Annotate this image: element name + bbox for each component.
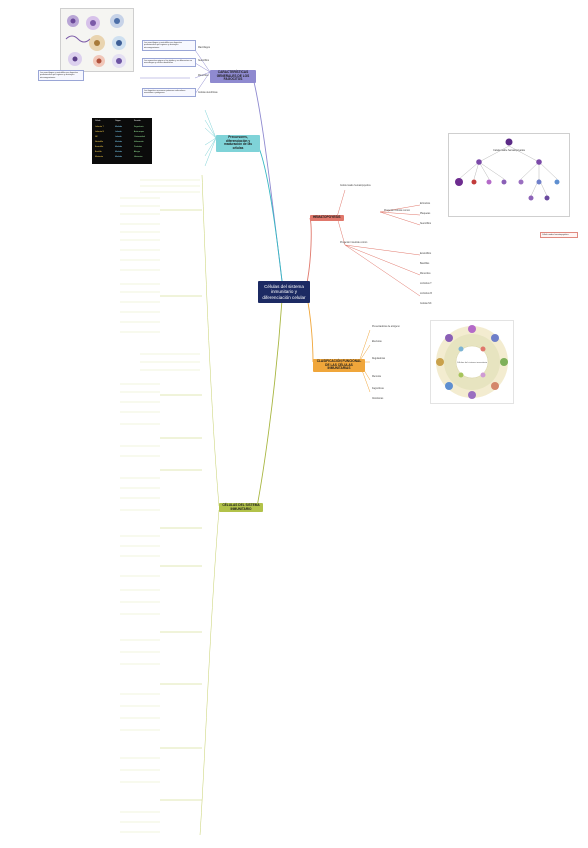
connector-hematopoyesis <box>305 217 312 289</box>
table-cell: Eosinófilo <box>95 146 104 148</box>
table-cell: Histamina <box>134 156 143 158</box>
note-fagocitos-3: Los fagocitos reconocen patrones molecul… <box>142 88 196 97</box>
table-cell: Citotoxicidad <box>134 136 145 138</box>
cell-table: Célula Origen Función Linfocito T Mieloid… <box>92 118 152 164</box>
table-cell: Anticuerpos <box>134 131 144 133</box>
hematopoyesis-item: Eosinófilos <box>420 253 432 255</box>
table-cell: Mieloide <box>115 126 123 128</box>
table-cell: Linfocito T <box>95 126 104 128</box>
table-cell: Linfoide <box>115 131 122 133</box>
branch-precursores[interactable]: Precursores, diferenciación y maduración… <box>216 135 260 152</box>
branch-caracteristicas[interactable]: CARACTERÍSTICAS GENERALES DE LOS FAGOCIT… <box>210 70 256 84</box>
hematopoyesis-item: Progenitor mieloide común <box>340 242 368 244</box>
table-cell: Neutrófilo <box>95 141 104 143</box>
table-cell: Inflamación <box>134 141 144 143</box>
note-fagocitos-1: Los macrófagos y neutrófilos son fagocit… <box>142 40 196 52</box>
table-cell: Parásitos <box>134 146 142 148</box>
note-fagocitos-2: Los monocitos migran a los tejidos y se … <box>142 58 196 67</box>
table-header-origen: Origen <box>115 120 121 122</box>
label-macrofagos: Macrófagos <box>198 47 211 49</box>
hematopoyesis-item: Célula madre hematopoyética <box>340 185 371 187</box>
note-hematopoyesis: Célula madre hematopoyética <box>540 232 578 239</box>
label-monocitos: Monocitos <box>198 75 209 77</box>
phagocytes-illustration <box>60 8 134 72</box>
hematopoyesis-tree: Célula madre hematopoyética <box>455 138 560 201</box>
label-neutrofilos: Neutrófilos <box>198 60 209 62</box>
label-dendriticas: Células dendríticas <box>198 92 218 94</box>
wheel-title: Células del sistema inmunitario <box>457 361 488 364</box>
hematopoyesis-item: Plaquetas <box>420 213 431 215</box>
cell-drawings <box>65 14 126 68</box>
table-cell: Linfoide <box>115 136 122 138</box>
branch-celulas[interactable]: CÉLULAS DEL SISTEMA INMUNITARIO <box>219 503 263 513</box>
table-header-celula: Célula <box>95 120 101 122</box>
connector-precursores <box>253 138 283 282</box>
table-cell: Fagocitosis <box>134 126 144 128</box>
table-cell: Mastocito <box>95 156 104 158</box>
clasificacion-item: Presentadoras de antígeno <box>372 326 400 328</box>
hematopoyesis-item: Linfocitos T <box>420 283 432 285</box>
clasificacion-item: Fagocíticas <box>372 388 384 390</box>
note-left-1: Los macrófagos y neutrófilos son fagocit… <box>38 70 84 82</box>
hematopoyesis-item: Linfocitos B <box>420 293 432 295</box>
cells-wheel: Células del sistema inmunitario <box>436 325 508 399</box>
central-topic[interactable]: Células del sistema inmunitario y difere… <box>258 281 310 303</box>
table-header-funcion: Función <box>134 120 141 122</box>
table-cell: Alergia <box>134 151 140 153</box>
table-cell: Mieloide <box>115 156 123 158</box>
connector-celulas <box>256 299 283 508</box>
hematopoyesis-item: Neutrófilos <box>420 223 431 225</box>
table-cell: Mieloide <box>115 141 123 143</box>
diagram-title: Célula madre hematopoyética <box>493 149 525 152</box>
clasificacion-item: Efectoras <box>372 341 382 343</box>
table-cell: Basófilo <box>95 151 102 153</box>
hematopoyesis-item: Basófilos <box>420 263 430 265</box>
hematopoyesis-item: Progenitor linfoide común <box>384 210 411 212</box>
table-cell: Linfocito B <box>95 131 104 133</box>
hematopoyesis-diagram: Célula madre hematopoyética <box>448 133 570 217</box>
clasificacion-item: Citotóxicas <box>372 398 384 400</box>
table-cell: Mieloide <box>115 146 123 148</box>
branch-hematopoyesis[interactable]: HEMATOPOYESIS <box>310 215 344 221</box>
clasificacion-item: Memoria <box>372 376 381 378</box>
hematopoyesis-item: Monocitos <box>420 273 431 275</box>
branch-clasificacion[interactable]: CLASIFICACIÓN FUNCIONAL DE LAS CÉLULAS I… <box>313 359 365 373</box>
table-cell: Mieloide <box>115 151 123 153</box>
hematopoyesis-item: Células NK <box>420 303 432 305</box>
hematopoyesis-item: Eritrocitos <box>420 203 431 205</box>
table-cell: NK <box>95 136 98 138</box>
clasificacion-item: Reguladoras <box>372 358 386 360</box>
immune-cells-wheel: Células del sistema inmunitario <box>430 320 514 404</box>
